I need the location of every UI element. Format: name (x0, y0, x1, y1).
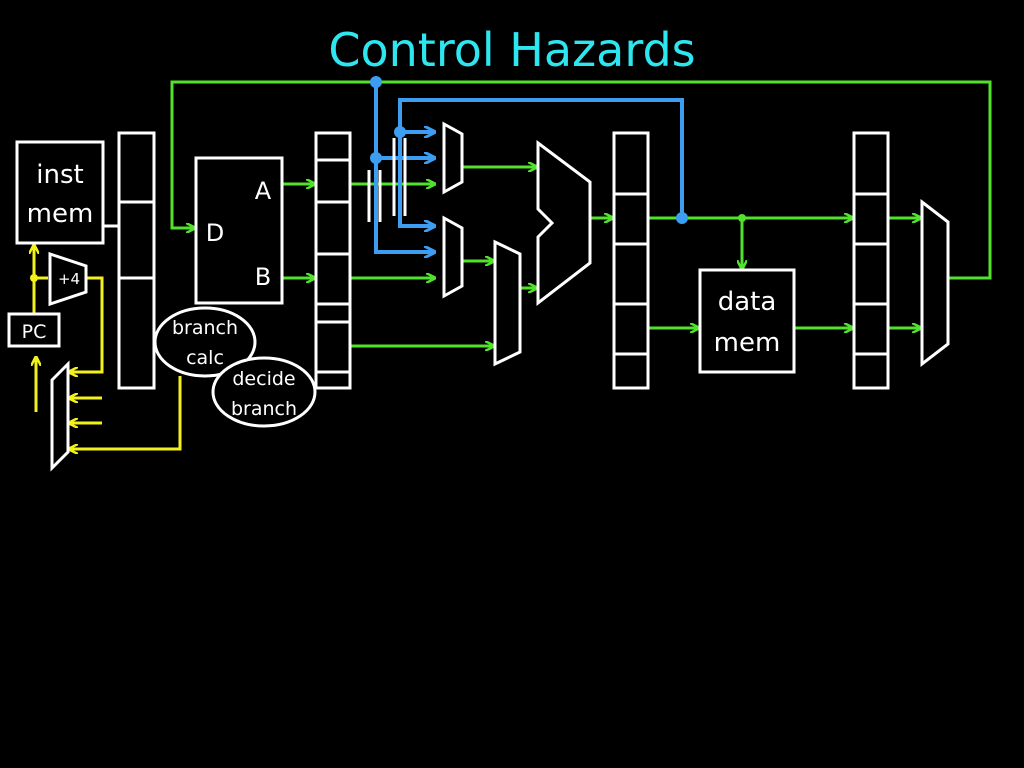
if-id-register (117, 131, 156, 390)
plus4-adder (48, 251, 88, 307)
decide-branch-label-1: decide (232, 368, 295, 390)
plus4-to-mux-wire (70, 276, 104, 372)
addr-junction-dot (738, 214, 746, 222)
branch-target-wire (70, 376, 182, 449)
reg-b-label: B (255, 263, 271, 291)
pc-box (7, 312, 61, 348)
pc-junction-dot (30, 274, 38, 282)
blue-forwarding-wires (367, 76, 688, 252)
branch-calc-ellipse (153, 306, 257, 378)
inst-mem-box (15, 140, 105, 245)
writeback-loop-wire (170, 80, 992, 280)
data-mem-label-2: mem (714, 328, 781, 358)
alu (536, 140, 592, 307)
slide-title: Control Hazards (328, 23, 695, 77)
forward-mem-wire (398, 98, 684, 226)
plus4-label: +4 (58, 270, 80, 288)
green-wires (170, 80, 992, 346)
pc-label: PC (22, 321, 47, 343)
inst-mem-label-1: inst (36, 160, 83, 190)
ex-mem-register (612, 131, 650, 390)
forward-wb-wire (374, 82, 434, 252)
forward-mux-a (442, 121, 464, 195)
forward-mem-source-dot (676, 212, 688, 224)
reg-a-label: A (255, 177, 272, 205)
forward-mem-dot (394, 126, 406, 138)
branch-calc-label-2: calc (186, 347, 224, 369)
decide-branch-ellipse (211, 356, 317, 428)
forward-wb-dot-top (370, 76, 382, 88)
branch-calc-label-1: branch (172, 317, 238, 339)
reg-d-label: D (206, 219, 224, 247)
forward-mux-b (442, 215, 464, 299)
inst-mem-label-2: mem (27, 199, 94, 229)
yellow-wires (30, 246, 182, 449)
data-mem-label-1: data (718, 287, 777, 317)
writeback-mux (920, 198, 950, 368)
id-ex-register (314, 131, 352, 390)
mem-wb-register (852, 131, 890, 390)
immediate-mux (493, 239, 522, 367)
forward-wb-dot (370, 152, 382, 164)
pc-mux (50, 360, 70, 472)
decide-branch-label-2: branch (231, 398, 297, 420)
data-mem-box (698, 268, 796, 374)
register-file-box (194, 156, 284, 305)
